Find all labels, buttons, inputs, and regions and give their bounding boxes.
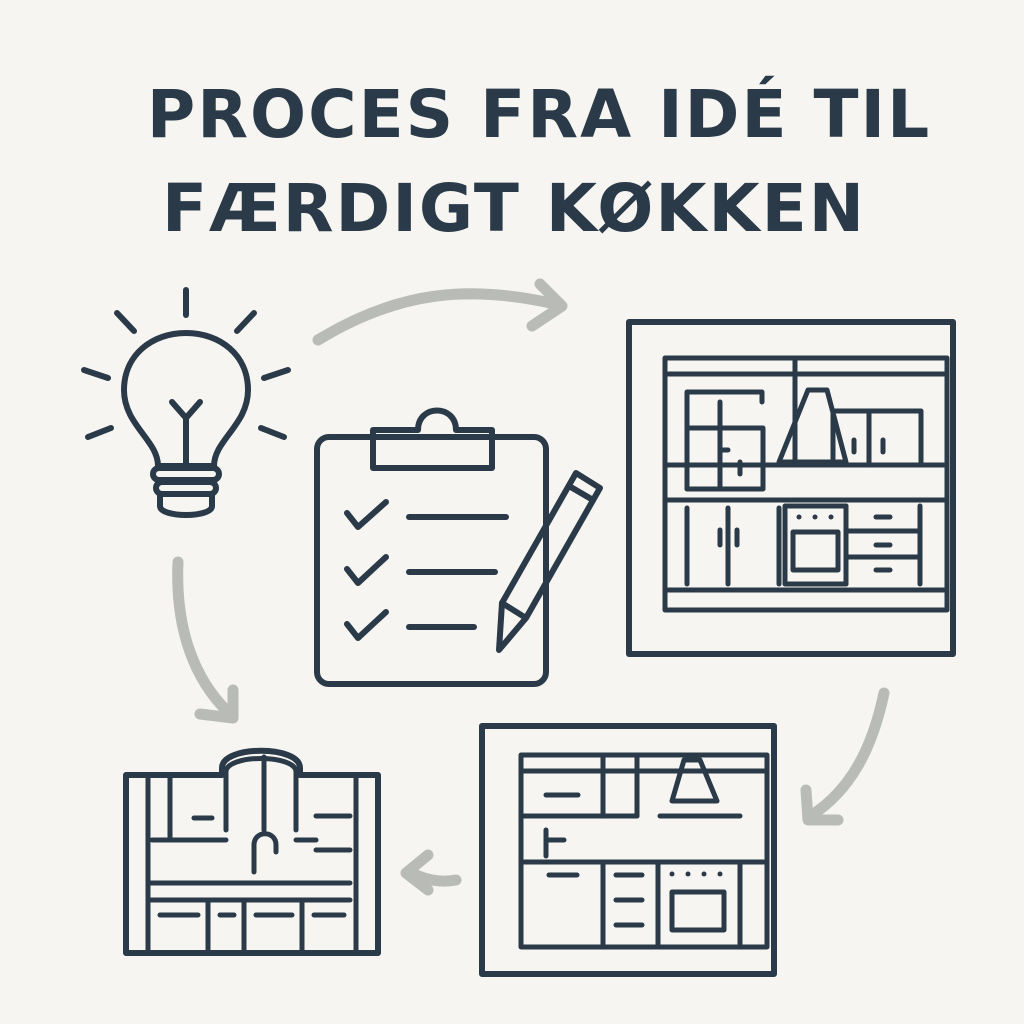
title-line-2: FÆRDIGT KØKKEN	[162, 170, 866, 247]
kitchen-design-drawing-icon	[626, 319, 956, 657]
clipboard-checklist-icon	[314, 407, 603, 687]
lightbulb-icon	[81, 287, 291, 518]
title-line-1: PROCES FRA IDÉ TIL	[146, 76, 932, 153]
arrow-idea-to-design	[312, 278, 568, 346]
arrow-design-to-plan	[800, 687, 890, 826]
kitchen-plan-drawing-icon	[479, 723, 777, 977]
arrow-plan-to-finished	[400, 849, 462, 896]
diagram-title: PROCES FRA IDÉ TIL FÆRDIGT KØKKEN	[0, 68, 1024, 256]
arrow-idea-to-finished	[172, 556, 239, 724]
finished-kitchen-icon	[123, 747, 381, 956]
